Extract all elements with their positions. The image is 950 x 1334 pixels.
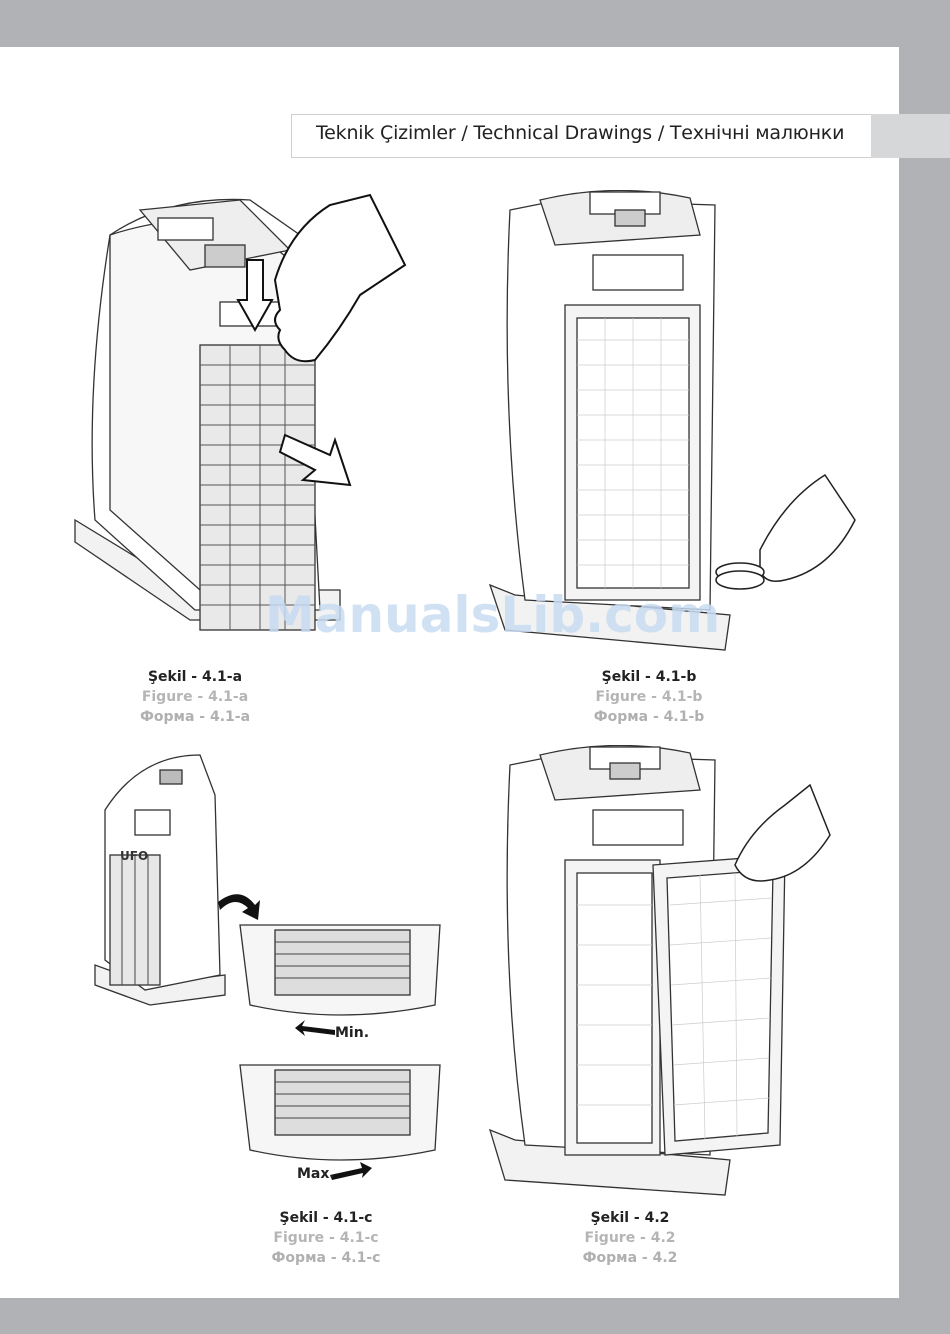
caption-line-uk: Форма - 4.2 xyxy=(520,1248,740,1268)
caption-line-tr: Şekil - 4.2 xyxy=(520,1208,740,1228)
max-label: Max. xyxy=(297,1166,335,1182)
watermark: ManualsLib.com xyxy=(265,586,720,644)
figure-4-1-c-illustration: UFO xyxy=(90,750,450,1200)
page-title: Teknik Çizimler / Technical Drawings / Т… xyxy=(316,122,844,144)
caption-line-en: Figure - 4.1-c xyxy=(216,1228,436,1248)
figure-caption-4-1-a: Şekil - 4.1-a Figure - 4.1-a Форма - 4.1… xyxy=(85,667,305,727)
figure-caption-4-1-b: Şekil - 4.1-b Figure - 4.1-b Форма - 4.1… xyxy=(539,667,759,727)
caption-line-en: Figure - 4.2 xyxy=(520,1228,740,1248)
brand-label: UFO xyxy=(120,849,148,863)
figure-caption-4-1-c: Şekil - 4.1-c Figure - 4.1-c Форма - 4.1… xyxy=(216,1208,436,1268)
caption-line-en: Figure - 4.1-a xyxy=(85,687,305,707)
caption-line-uk: Форма - 4.1-c xyxy=(216,1248,436,1268)
caption-line-tr: Şekil - 4.1-a xyxy=(85,667,305,687)
caption-line-en: Figure - 4.1-b xyxy=(539,687,759,707)
caption-line-tr: Şekil - 4.1-c xyxy=(216,1208,436,1228)
caption-line-tr: Şekil - 4.1-b xyxy=(539,667,759,687)
header-tab xyxy=(871,114,950,158)
figure-4-1-a-illustration xyxy=(70,190,420,650)
caption-line-uk: Форма - 4.1-a xyxy=(85,707,305,727)
caption-line-uk: Форма - 4.1-b xyxy=(539,707,759,727)
figure-caption-4-2: Şekil - 4.2 Figure - 4.2 Форма - 4.2 xyxy=(520,1208,740,1268)
min-label: Min. xyxy=(335,1025,369,1041)
figure-4-2-illustration xyxy=(485,745,845,1200)
